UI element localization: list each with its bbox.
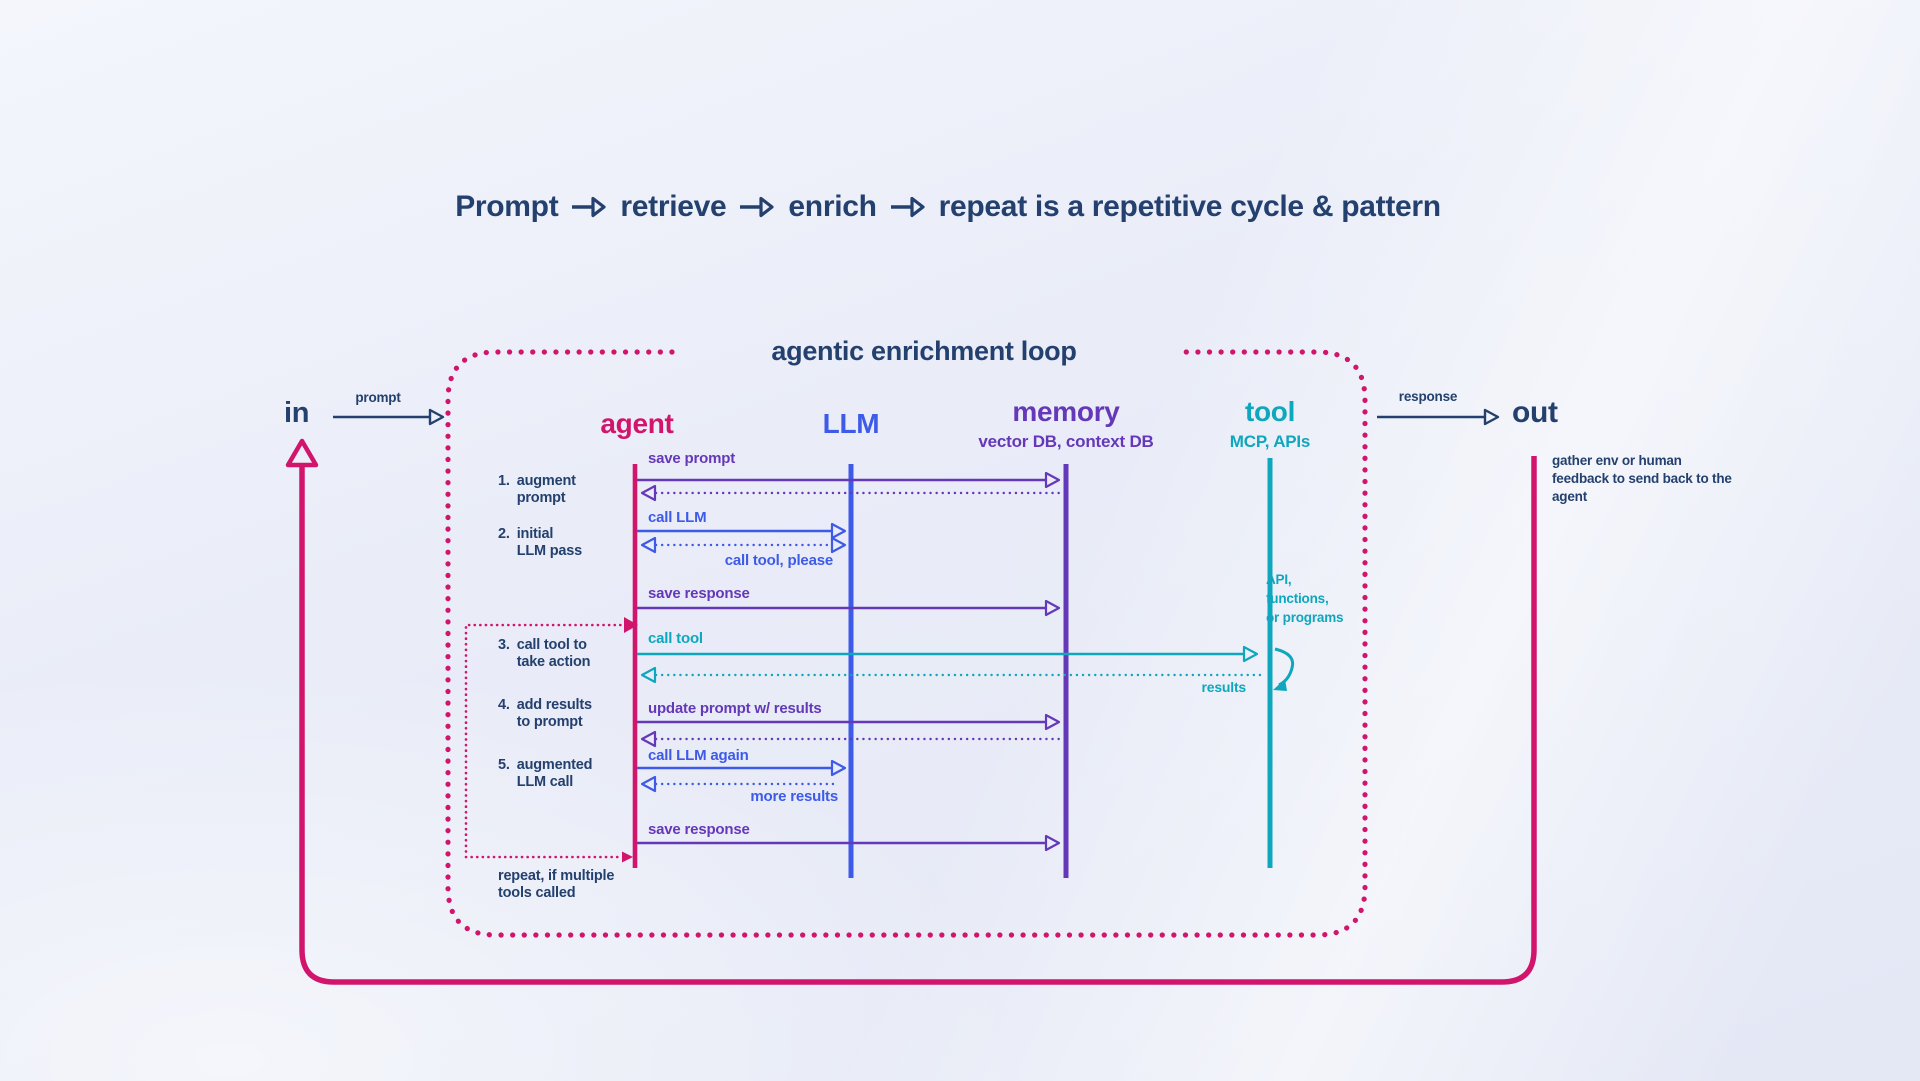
- tool-note-line2: functions,: [1266, 591, 1329, 606]
- msg-update-prompt: update prompt w/ results: [648, 700, 822, 717]
- step-4-num: 4.: [498, 697, 510, 713]
- llm-return-right-arrowhead-icon: [830, 536, 847, 554]
- headline-word-enrich: enrich: [788, 190, 877, 223]
- prompt-arrowhead-icon: [428, 408, 445, 426]
- prompt-label: prompt: [355, 390, 401, 405]
- headline-word-retrieve: retrieve: [620, 190, 727, 223]
- step-3-num: 3.: [498, 637, 510, 653]
- lane-subtitle-tool: MCP, APIs: [1229, 432, 1311, 451]
- tool-note: API, functions, or programs: [1266, 570, 1344, 627]
- tool-note-line1: API,: [1266, 572, 1292, 587]
- headline-arrow-icon: [572, 196, 606, 218]
- repeat-bracket-small-arrowhead-icon: [622, 851, 633, 863]
- in-label: in: [284, 397, 310, 429]
- memory-return-arrowhead-2-icon: [640, 730, 657, 748]
- headline-word-prompt: Prompt: [455, 190, 559, 223]
- llm-return-left-arrowhead-icon: [640, 536, 657, 554]
- update-prompt-arrowhead-icon: [1044, 713, 1061, 731]
- step-4-line2: to prompt: [516, 713, 583, 730]
- feedback-note: gather env or human feedback to send bac…: [1552, 453, 1732, 504]
- msg-save-response: save response: [648, 585, 750, 602]
- step-2-num: 2.: [498, 526, 510, 542]
- step-1-line1: augment: [516, 473, 576, 489]
- msg-save-prompt: save prompt: [648, 450, 735, 467]
- step-3-line2: take action: [516, 653, 591, 670]
- lane-subtitle-memory: vector DB, context DB: [978, 432, 1154, 451]
- msg-call-llm: call LLM: [648, 509, 707, 526]
- save-prompt-arrowhead-icon: [1044, 471, 1061, 489]
- tool-return-arrowhead-icon: [640, 666, 657, 684]
- memory-return-arrowhead-icon: [640, 484, 657, 502]
- out-label: out: [1512, 396, 1558, 429]
- loop-title: agentic enrichment loop: [771, 336, 1077, 366]
- call-tool-arrowhead-icon: [1242, 645, 1259, 663]
- call-llm-again-arrowhead-icon: [830, 759, 847, 777]
- tool-exec-curl-arrowhead-icon: [1273, 679, 1287, 691]
- headline-arrow-icon: [740, 196, 775, 218]
- step-5-line1: augmented: [516, 757, 593, 773]
- step-3-line1: call tool to: [516, 637, 587, 653]
- step-2-line1: initial: [516, 526, 554, 542]
- response-arrowhead-icon: [1483, 408, 1500, 426]
- repeat-note: repeat, if multiple tools called: [498, 868, 615, 901]
- save-response-arrowhead-icon: [1044, 599, 1061, 617]
- step-1-line2: prompt: [516, 489, 566, 506]
- step-5-num: 5.: [498, 757, 510, 773]
- tool-note-line3: or programs: [1266, 610, 1344, 625]
- headline-tail: repeat is a repetitive cycle & pattern: [938, 190, 1441, 223]
- llm-return-arrowhead-2-icon: [640, 775, 657, 793]
- lane-header-llm: LLM: [822, 408, 880, 439]
- lane-header-memory: memory: [1012, 396, 1120, 427]
- call-llm-arrowhead-icon: [830, 522, 847, 540]
- step-2-line2: LLM pass: [516, 542, 582, 559]
- lane-header-tool: tool: [1244, 396, 1296, 427]
- outer-loop-path: [299, 456, 1537, 985]
- step-1-num: 1.: [498, 473, 510, 489]
- headline: Prompt retrieve enrich repeat is a repet…: [0, 190, 1908, 224]
- tool-exec-curl-icon: [1274, 647, 1295, 687]
- msg-call-tool: call tool: [648, 630, 703, 647]
- save-response-2-arrowhead-icon: [1044, 834, 1061, 852]
- msg-results: results: [1201, 679, 1246, 695]
- msg-more-results: more results: [750, 788, 838, 805]
- msg-call-tool-please: call tool, please: [724, 552, 834, 569]
- dotted-loop-border: [445, 349, 1368, 938]
- lane-header-agent: agent: [600, 408, 674, 439]
- msg-call-llm-again: call LLM again: [648, 747, 749, 764]
- repeat-bracket-arrowhead-icon: [624, 617, 638, 633]
- loop-up-arrowhead-icon: [285, 438, 319, 468]
- step-4-line1: add results: [516, 697, 592, 713]
- response-label: response: [1398, 389, 1458, 404]
- headline-arrow-icon: [890, 196, 925, 218]
- msg-save-response-2: save response: [648, 821, 750, 838]
- step-5-line2: LLM call: [516, 773, 574, 790]
